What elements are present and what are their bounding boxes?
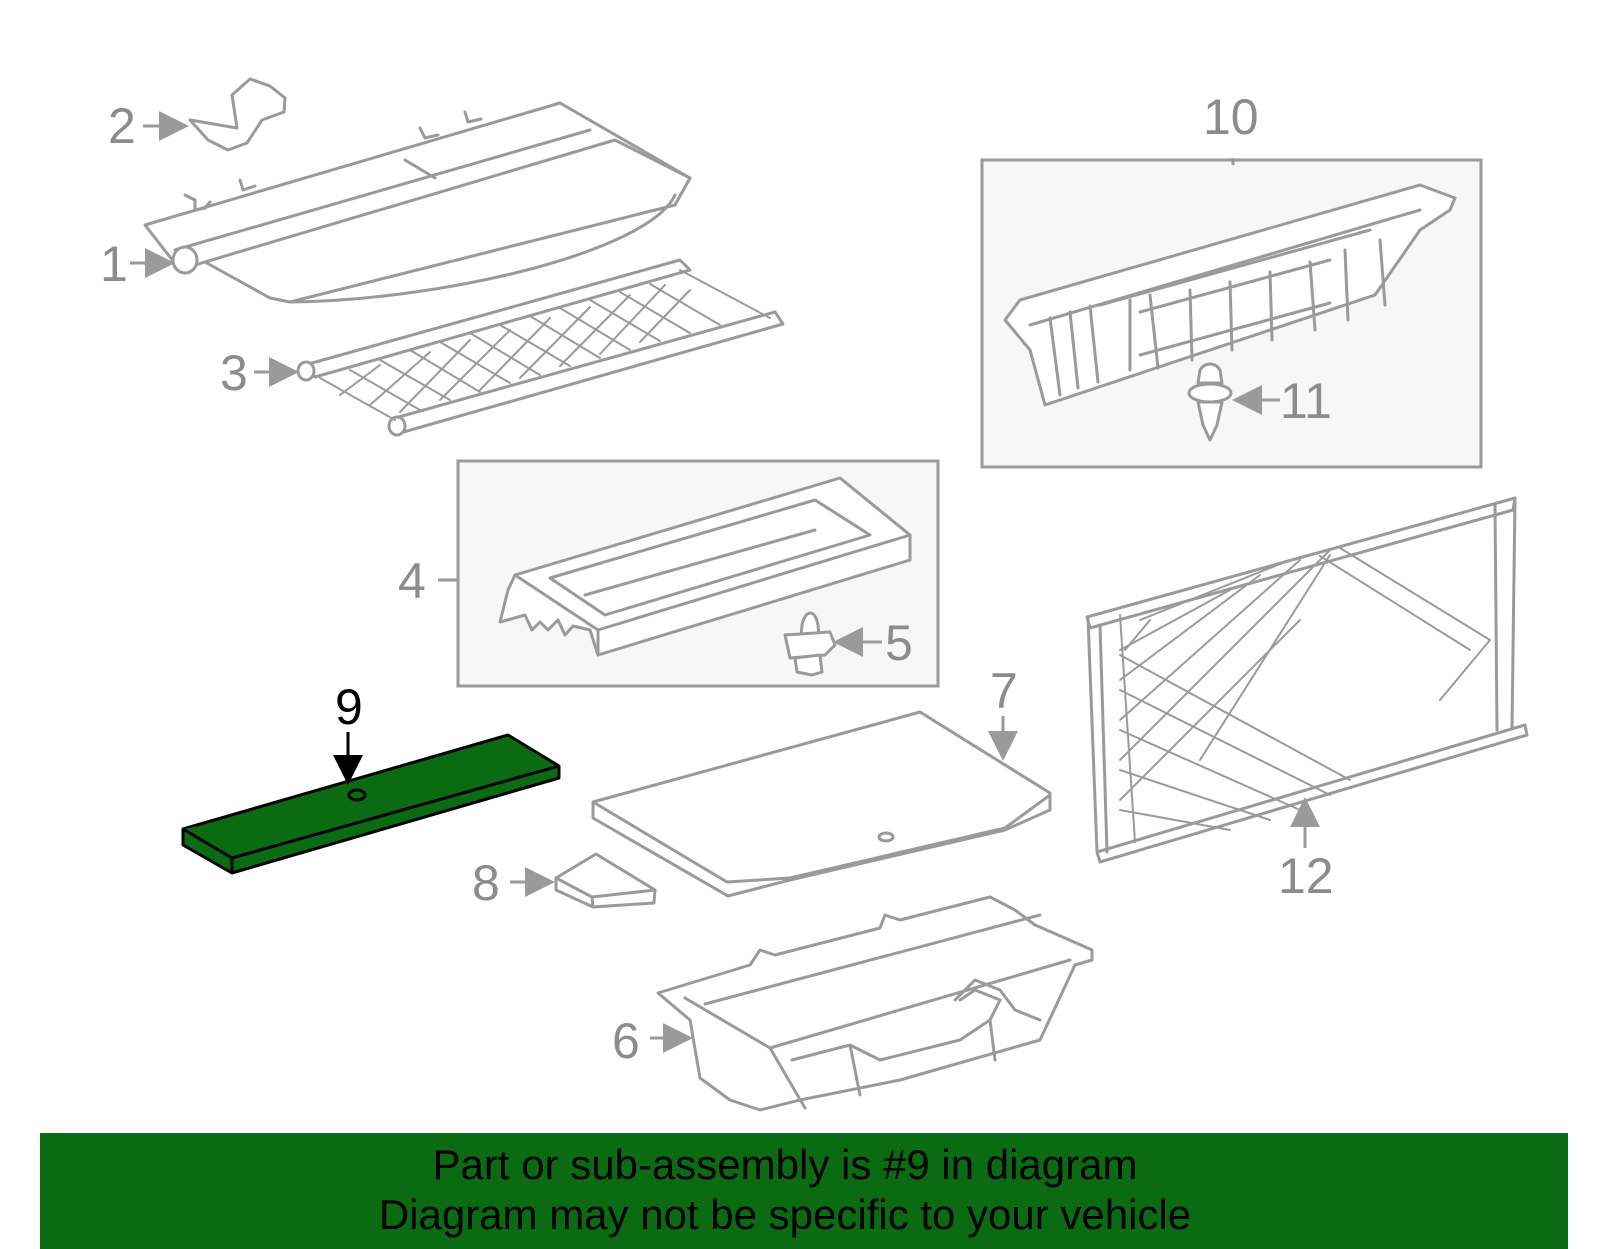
callout-7: 7 (990, 663, 1018, 719)
assembly-box-10-11 (980, 158, 1483, 469)
part-9-highlighted (181, 733, 561, 875)
part-7-floor-board (591, 710, 1052, 898)
callout-numbers: 2 1 3 10 11 4 5 9 7 8 12 6 (100, 89, 1334, 1069)
part-3-cargo-net (296, 258, 785, 437)
part-5-fastener (783, 611, 837, 677)
callout-9: 9 (335, 679, 363, 735)
banner-line-1: Part or sub-assembly is #9 in diagram (432, 1141, 1138, 1188)
callout-8: 8 (472, 855, 500, 911)
part-11-push-clip (1187, 362, 1233, 442)
part-2-bracket (188, 77, 287, 152)
info-banner: Part or sub-assembly is #9 in diagram Di… (40, 1133, 1568, 1249)
banner-line-2: Diagram may not be specific to your vehi… (378, 1191, 1192, 1238)
callout-10: 10 (1203, 89, 1259, 145)
callout-1: 1 (100, 236, 128, 292)
part-12-partition-net (1085, 496, 1529, 864)
callout-11: 11 (1280, 373, 1332, 429)
assembly-box-4-5 (456, 459, 940, 688)
callout-2: 2 (108, 98, 136, 154)
callout-12: 12 (1278, 848, 1334, 904)
part-6-storage-tray (656, 895, 1094, 1112)
callout-5: 5 (885, 615, 913, 671)
part-8-block (554, 852, 657, 909)
callout-4: 4 (398, 553, 426, 609)
callout-6: 6 (612, 1013, 640, 1069)
part-1-tonneau-cover (143, 101, 692, 304)
leader-lines (130, 111, 1320, 1053)
callout-3: 3 (220, 345, 248, 401)
